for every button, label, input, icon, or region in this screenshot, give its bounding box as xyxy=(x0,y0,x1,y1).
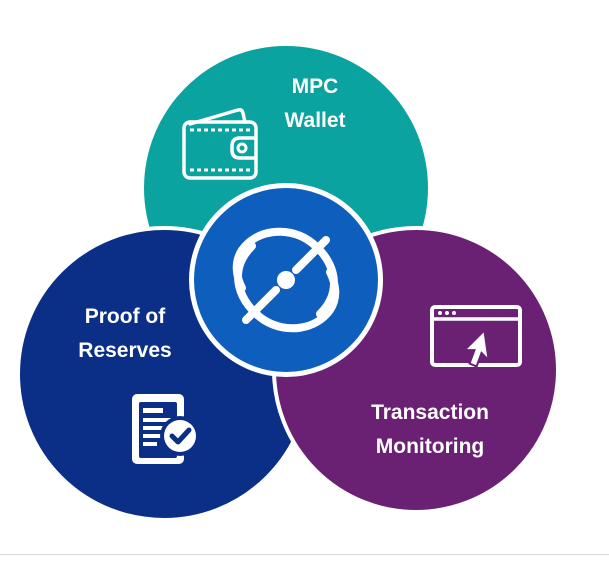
proof-of-reserves-label-line2: Reserves xyxy=(78,339,172,362)
transaction-monitoring-label-line2: Monitoring xyxy=(375,435,485,458)
mpc-wallet-label-line1: MPC xyxy=(291,75,339,98)
monitor-cursor-icon xyxy=(430,305,522,368)
orbit-logo-icon xyxy=(232,227,340,333)
bottom-divider xyxy=(0,554,609,555)
proof-of-reserves-label: Proof of Reserves xyxy=(60,300,190,368)
transaction-monitoring-label-line1: Transaction xyxy=(371,401,489,424)
mpc-wallet-label: MPC Wallet xyxy=(270,70,360,138)
verified-document-icon xyxy=(132,394,200,464)
wallet-icon xyxy=(182,108,258,180)
mpc-wallet-label-line2: Wallet xyxy=(284,109,346,132)
transaction-monitoring-label: Transaction Monitoring xyxy=(350,396,510,464)
proof-of-reserves-label-line1: Proof of xyxy=(84,305,166,328)
